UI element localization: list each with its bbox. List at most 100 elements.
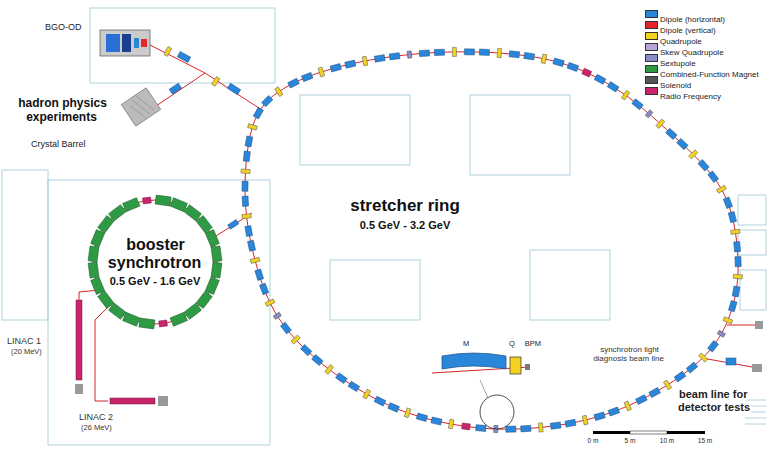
- dipole-magnet: [698, 160, 709, 171]
- dipole-magnet: [434, 49, 444, 55]
- combined-function-magnet: [196, 291, 212, 308]
- label-box: M: [460, 340, 472, 349]
- dipole-magnet: [169, 83, 181, 94]
- detector-part: [141, 39, 147, 47]
- dipole-magnet: [288, 78, 300, 88]
- wall: [2, 170, 48, 320]
- legend-text: Solenoid: [660, 81, 691, 90]
- quadrupole-magnet: [452, 47, 456, 56]
- label-box: Crystal Barrel: [30, 139, 110, 149]
- combined-function-magnet: [155, 195, 171, 206]
- bgo-od-detector: [100, 30, 150, 56]
- wall: [738, 230, 766, 255]
- beam-line: [702, 358, 752, 367]
- combined-function-magnet: [139, 318, 155, 329]
- hatching: [130, 96, 154, 118]
- scale-label: 10 m: [659, 437, 675, 444]
- combined-function-magnet: [211, 262, 222, 278]
- wall: [530, 250, 610, 320]
- quadrupole-magnet: [265, 299, 275, 307]
- combined-function-magnet: [211, 246, 222, 262]
- booster-beam: [93, 200, 217, 324]
- quadrupole-magnet: [497, 48, 502, 57]
- combined-function-magnet: [196, 216, 212, 233]
- combined-function-magnet: [170, 198, 187, 212]
- label-box: 0.5 GeV - 3.2 GeV: [320, 219, 490, 232]
- rf-cavity: [462, 423, 471, 430]
- quadrupole-magnet: [699, 353, 708, 362]
- dipole-magnet: [177, 52, 190, 63]
- quadrupole-magnet: [242, 214, 251, 219]
- label-box: 15 m: [693, 437, 717, 444]
- scale-segment: [630, 431, 667, 434]
- sextupole-magnet: [273, 312, 281, 319]
- electron-gun: [158, 396, 168, 406]
- label-box: LINAC 2: [78, 412, 128, 422]
- quadrupole-magnet: [362, 56, 368, 66]
- legend-text: Combined-Function Magnet: [660, 70, 759, 79]
- diagnostics-box: [755, 321, 763, 329]
- quadrupole-magnet: [248, 124, 258, 131]
- quadrupole-magnet: [731, 229, 741, 234]
- combined-function-magnet: [98, 216, 114, 233]
- dipole-magnet: [345, 60, 356, 68]
- combined-function-magnet: [91, 277, 105, 294]
- combined-function-magnet: [88, 262, 99, 278]
- combined-function-magnet: [205, 277, 219, 294]
- quadrupole-magnet: [663, 380, 671, 390]
- linac-name: LINAC 1: [6, 336, 42, 346]
- dipole-magnet: [677, 138, 688, 149]
- quadrupole-magnet: [689, 150, 698, 159]
- linac: [110, 398, 155, 404]
- dipole-magnet: [389, 53, 400, 60]
- dipole-magnet: [550, 422, 561, 429]
- legend-row: Dipole (vertical): [645, 19, 701, 29]
- wall: [738, 195, 766, 225]
- label-box: booster synchrotron: [95, 236, 215, 273]
- dipole-magnet: [594, 74, 606, 84]
- dipole-magnet: [301, 72, 312, 81]
- label-box: (20 MeV): [10, 348, 60, 357]
- dipole-magnet: [708, 171, 719, 183]
- beam-line: [95, 305, 110, 401]
- dipole-magnet: [228, 220, 239, 230]
- legend-row: Sextupole: [645, 52, 681, 62]
- dipole-magnet: [301, 345, 312, 356]
- sextupole-magnet: [717, 330, 725, 337]
- combined-function-magnet: [88, 246, 99, 262]
- dipole-magnet: [594, 412, 605, 421]
- beam-line-name: synchrotron light diagnosis beam line: [593, 345, 665, 363]
- dipole-magnet: [732, 286, 740, 297]
- dipole-magnet: [708, 340, 719, 352]
- dipole-magnet: [374, 396, 386, 406]
- combined-function-magnet: [184, 303, 201, 319]
- dipole-magnet: [431, 417, 442, 425]
- dipole-magnet: [262, 95, 273, 106]
- label-box: 0.5 GeV - 1.6 GeV: [95, 275, 215, 288]
- combined-function-magnet: [170, 312, 187, 326]
- building-walls: [2, 8, 766, 445]
- detector-housing: [100, 30, 150, 56]
- quadrupole-magnet: [318, 67, 325, 77]
- quadrupole-magnet: [723, 317, 733, 324]
- scale-label: 5 m: [624, 437, 637, 444]
- beam-line-name: beam line for detector tests: [678, 388, 751, 413]
- legend-swatch: [645, 54, 658, 62]
- experiment-name: BGO-OD: [44, 22, 83, 32]
- dipole-magnet: [521, 425, 531, 432]
- dipole-magnet: [280, 322, 291, 334]
- quadrupole-magnet: [538, 423, 543, 432]
- quadrupole-magnet: [404, 408, 411, 418]
- label-box: synchrotron light diagnosis beam line: [588, 345, 670, 363]
- wall: [330, 260, 420, 320]
- wall: [470, 95, 570, 175]
- quadrupole-magnet: [733, 274, 742, 279]
- dipole-magnet: [260, 283, 269, 294]
- legend-row: Quadrupole: [645, 30, 687, 40]
- linac-name: LINAC 2: [78, 412, 114, 422]
- part-label: BPM: [524, 339, 542, 348]
- ring-name: stretcher ring: [349, 196, 461, 215]
- quadrupole-magnet: [656, 119, 665, 128]
- quadrupole-magnet: [363, 389, 371, 399]
- label-box: BPM: [520, 340, 546, 349]
